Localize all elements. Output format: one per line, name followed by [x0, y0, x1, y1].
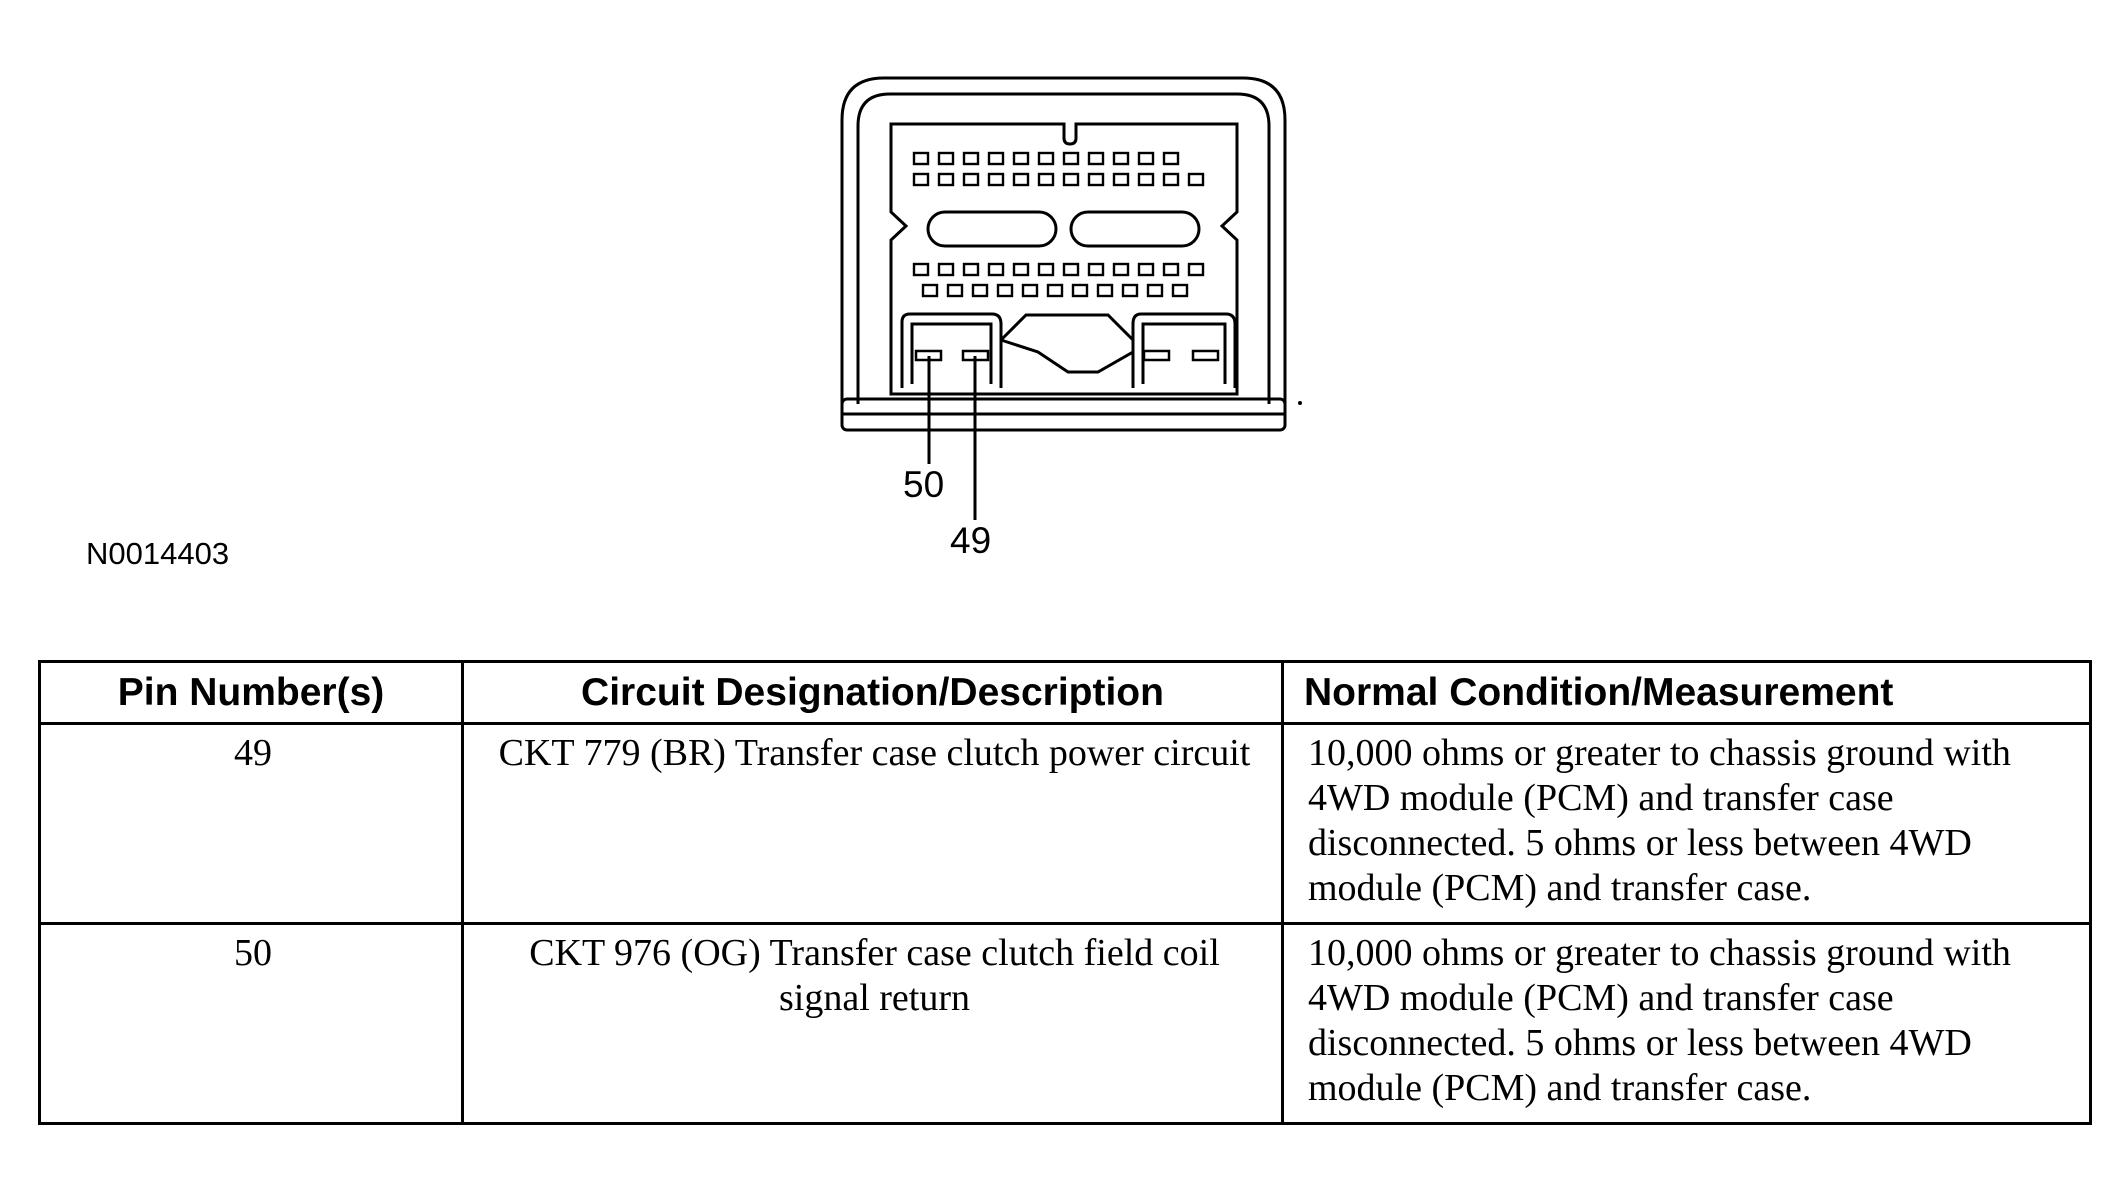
pin-cavity [1037, 262, 1055, 277]
pin-cavity [1162, 172, 1180, 187]
pin-cavity [1146, 283, 1164, 298]
pin-cavity [1162, 151, 1180, 166]
pin-cavity [1021, 283, 1039, 298]
header-condition: Normal Condition/Measurement [1281, 660, 2092, 725]
pin-cavity [1137, 151, 1155, 166]
pin-cavity [1112, 262, 1130, 277]
pin-cavity [987, 172, 1005, 187]
lower-bay-left [900, 312, 1003, 388]
pin-cavity [937, 262, 955, 277]
pin-cavity [1187, 262, 1205, 277]
pin-callout-49: 49 [950, 520, 992, 561]
lower-bay-right [1131, 312, 1237, 388]
pin-cavity [1037, 172, 1055, 187]
pin-cavity [987, 262, 1005, 277]
pin-cavity [1062, 172, 1080, 187]
pin-cavity [1137, 262, 1155, 277]
pin-cavity [1087, 151, 1105, 166]
pin-cavity [1046, 283, 1064, 298]
header-circuit: Circuit Designation/Description [461, 660, 1284, 725]
pin-cavity [1112, 151, 1130, 166]
pin-cavity [1162, 262, 1180, 277]
pin-cavity [937, 172, 955, 187]
pin-cavity [1037, 151, 1055, 166]
pin-cavity [912, 151, 930, 166]
pin-cavity [912, 172, 930, 187]
pin-cavity [1087, 172, 1105, 187]
pin-cavity [971, 283, 989, 298]
pin-callout-50: 50 [903, 464, 945, 505]
connector-diagram [840, 76, 1302, 520]
pin-cavity [1062, 151, 1080, 166]
pin-cavity [1012, 172, 1030, 187]
pin-cavity [1121, 283, 1139, 298]
pin-cavity [1012, 151, 1030, 166]
table-header-row: Pin Number(s) Circuit Designation/Descri… [38, 660, 2092, 725]
pin-cavity [946, 283, 964, 298]
center-slot-left [926, 210, 1058, 248]
cell-condition: 10,000 ohms or greater to chassis ground… [1281, 722, 2092, 925]
pin-cavity [1071, 283, 1089, 298]
lower-right-terminal-1 [1142, 349, 1171, 362]
dot-mark [1298, 401, 1302, 405]
pin-cavity [1087, 262, 1105, 277]
pin-cavity [1112, 172, 1130, 187]
cell-pin: 50 [38, 922, 464, 1125]
connector-outer-shell [840, 76, 1287, 404]
pin-cavity [962, 151, 980, 166]
cell-circuit: CKT 779 (BR) Transfer case clutch power … [461, 722, 1284, 925]
pin-cavity [912, 262, 930, 277]
pin-cavity [921, 283, 939, 298]
pin-cavity [987, 151, 1005, 166]
pin-cavity [1137, 172, 1155, 187]
pin-cavity [1096, 283, 1114, 298]
pin-cavity [962, 262, 980, 277]
lower-right-terminal-2 [1191, 349, 1220, 362]
pin-cavity [937, 151, 955, 166]
pin-cavity [1187, 172, 1205, 187]
table-row: 49 CKT 779 (BR) Transfer case clutch pow… [38, 722, 2092, 925]
connector-key [999, 313, 1135, 374]
pin-cavity [1012, 262, 1030, 277]
pin-cavity [962, 172, 980, 187]
cell-condition: 10,000 ohms or greater to chassis ground… [1281, 922, 2092, 1125]
pin-49-terminal [961, 349, 990, 362]
table-row: 50 CKT 976 (OG) Transfer case clutch fie… [38, 922, 2092, 1125]
connector-inner-shell [856, 92, 1271, 404]
pin-cavity [1062, 262, 1080, 277]
center-slot-right [1069, 210, 1201, 248]
connector-face [889, 122, 1239, 396]
figure-id: N0014403 [86, 536, 230, 571]
header-pin: Pin Number(s) [38, 660, 464, 725]
pin-table: Pin Number(s) Circuit Designation/Descri… [38, 660, 2092, 1125]
cell-pin: 49 [38, 722, 464, 925]
pin-cavity-grid [912, 151, 1205, 298]
pin-50-terminal [914, 349, 943, 362]
pin-cavity [996, 283, 1014, 298]
pin-cavity [1171, 283, 1189, 298]
cell-circuit: CKT 976 (OG) Transfer case clutch field … [461, 922, 1284, 1125]
